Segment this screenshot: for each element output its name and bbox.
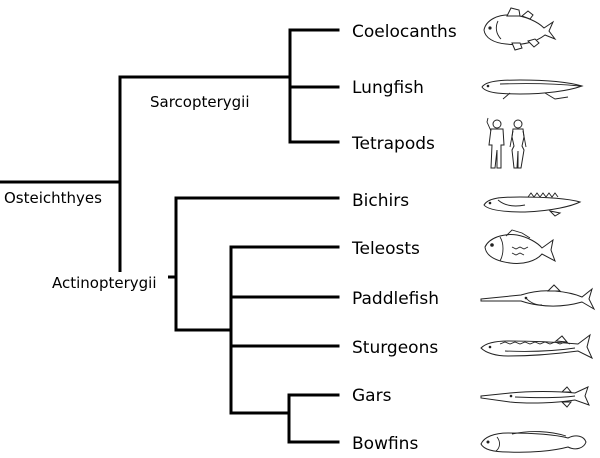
- taxon-label-bichirs: Bichirs: [352, 191, 409, 211]
- actinopterygii-label: Actinopterygii: [52, 274, 157, 292]
- sarcopterygii-label-bg: [148, 92, 248, 112]
- taxon-label-coelocanths: Coelocanths: [352, 22, 457, 42]
- teleost-fish-icon: [484, 229, 556, 264]
- sarcopterygii-label: Sarcopterygii: [150, 93, 250, 111]
- sturgeon-icon: [480, 333, 594, 360]
- osteichthyes-label: Osteichthyes: [4, 189, 102, 207]
- humans-icon: [486, 117, 527, 169]
- taxon-label-paddlefish: Paddlefish: [352, 289, 439, 309]
- taxon-label-sturgeons: Sturgeons: [352, 338, 438, 358]
- bowfin-icon: [480, 431, 587, 453]
- actinopterygii-label-bg: [50, 272, 168, 292]
- paddlefish-icon: [480, 284, 596, 311]
- taxon-label-gars: Gars: [352, 386, 392, 406]
- osteichthyes-label-bg: [2, 187, 110, 207]
- taxon-label-bowfins: Bowfins: [352, 434, 418, 454]
- gar-icon: [480, 386, 590, 408]
- taxon-label-teleosts: Teleosts: [351, 239, 420, 259]
- taxon-label-lungfish: Lungfish: [352, 78, 424, 98]
- taxon-label-tetrapods: Tetrapods: [351, 134, 435, 154]
- lungfish-icon: [481, 79, 584, 100]
- coelacanth-icon: [483, 7, 557, 51]
- bichir-icon: [483, 192, 582, 217]
